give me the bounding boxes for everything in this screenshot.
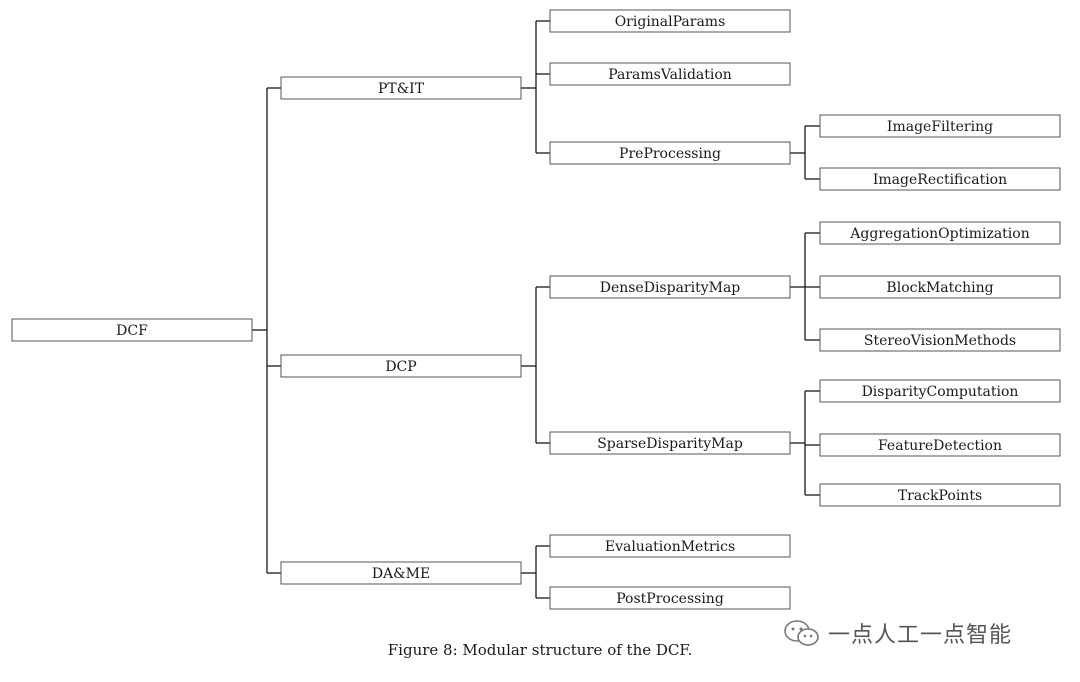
- node-da-me: DA&ME: [280, 561, 522, 585]
- node-label: DCF: [116, 323, 148, 339]
- node-image-rectification: ImageRectification: [819, 167, 1061, 191]
- node-label: SparseDisparityMap: [597, 436, 743, 452]
- node-box: [819, 433, 1061, 457]
- node-aggregation-optimization: AggregationOptimization: [819, 221, 1061, 245]
- node-box: [280, 354, 522, 378]
- node-box: [819, 328, 1061, 352]
- node-label: AggregationOptimization: [849, 226, 1029, 242]
- node-feature-detection: FeatureDetection: [819, 433, 1061, 457]
- node-dense-disparity-map: DenseDisparityMap: [549, 275, 791, 299]
- node-label: ParamsValidation: [608, 67, 732, 83]
- node-evaluation-metrics: EvaluationMetrics: [549, 534, 791, 558]
- node-block-matching: BlockMatching: [819, 275, 1061, 299]
- node-box: [280, 561, 522, 585]
- node-disparity-computation: DisparityComputation: [819, 379, 1061, 403]
- node-label: EvaluationMetrics: [605, 539, 735, 555]
- node-box: [819, 483, 1061, 507]
- node-track-points: TrackPoints: [819, 483, 1061, 507]
- node-label: ImageRectification: [873, 172, 1007, 188]
- node-stereo-vision-methods: StereoVisionMethods: [819, 328, 1061, 352]
- node-label: FeatureDetection: [878, 438, 1002, 454]
- node-label: PostProcessing: [616, 591, 724, 607]
- watermark-text: 一点人工一点智能: [828, 623, 1013, 648]
- node-label: OriginalParams: [615, 14, 726, 30]
- node-label: PT&IT: [378, 81, 425, 97]
- node-label: DCP: [385, 359, 416, 375]
- node-original-params: OriginalParams: [549, 9, 791, 33]
- node-box: [819, 379, 1061, 403]
- node-box: [549, 534, 791, 558]
- node-label: BlockMatching: [886, 280, 993, 296]
- watermark: 一点人工一点智能: [782, 617, 1012, 649]
- node-label: TrackPoints: [898, 488, 982, 504]
- node-label: DA&ME: [372, 566, 430, 582]
- node-pt-it: PT&IT: [280, 76, 522, 100]
- node-sparse-disparity-map: SparseDisparityMap: [549, 431, 791, 455]
- node-box: [819, 275, 1061, 299]
- caption-text: Figure 8: Modular structure of the DCF.: [387, 641, 693, 659]
- node-label: DenseDisparityMap: [600, 280, 741, 296]
- node-box: [549, 586, 791, 610]
- node-image-filtering: ImageFiltering: [819, 114, 1061, 138]
- node-box: [549, 141, 791, 165]
- node-params-validation: ParamsValidation: [549, 62, 791, 86]
- node-box: [11, 318, 253, 342]
- node-box: [549, 9, 791, 33]
- figure-caption: Figure 8: Modular structure of the DCF.: [0, 641, 1080, 659]
- node-dcf: DCF: [11, 318, 253, 342]
- module-tree-diagram: DCF PT&IT DCP DA&ME OriginalParamsParamsVali…: [11, 9, 1061, 610]
- node-box: [819, 167, 1061, 191]
- node-post-processing: PostProcessing: [549, 586, 791, 610]
- node-label: PreProcessing: [619, 146, 721, 162]
- node-label: StereoVisionMethods: [864, 333, 1016, 349]
- node-box: [819, 221, 1061, 245]
- wechat-icon: [784, 620, 819, 646]
- node-box: [280, 76, 522, 100]
- node-dcp: DCP: [280, 354, 522, 378]
- node-box: [549, 431, 791, 455]
- node-box: [819, 114, 1061, 138]
- node-box: [549, 275, 791, 299]
- node-label: ImageFiltering: [887, 119, 993, 135]
- node-label: DisparityComputation: [862, 384, 1019, 400]
- node-box: [549, 62, 791, 86]
- node-pre-processing: PreProcessing: [549, 141, 791, 165]
